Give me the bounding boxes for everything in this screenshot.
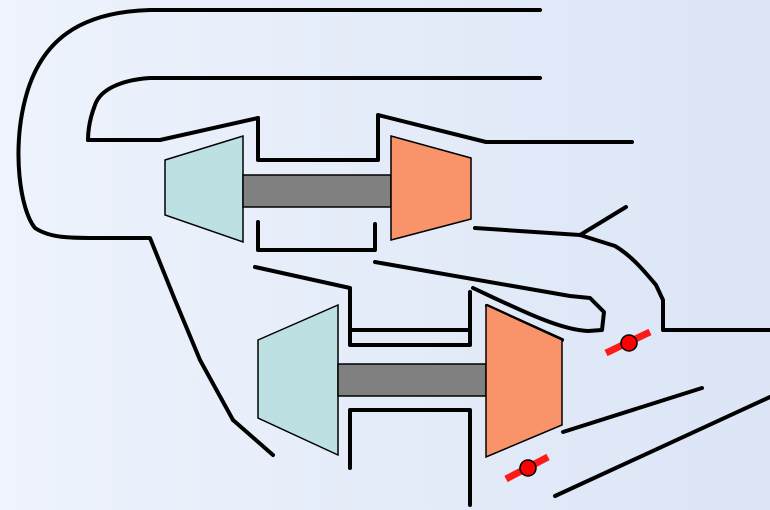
valve-disc <box>620 334 638 352</box>
lower-inlet-short-line <box>231 418 275 457</box>
duct-lines <box>16 8 770 507</box>
upper-turbine <box>390 135 472 241</box>
upper-turbine-exhaust-duct <box>373 260 606 333</box>
outer-intake-duct <box>16 8 542 422</box>
exhaust-upper-line <box>561 386 704 434</box>
valve-disc <box>519 459 537 477</box>
lower-turbocharger <box>257 303 563 459</box>
lower-bypass-valve[interactable] <box>504 453 550 483</box>
lower-compressor <box>257 303 339 457</box>
upper-turbocharger <box>164 134 472 244</box>
lower-shaft <box>337 363 487 397</box>
upper-compressor <box>164 134 244 244</box>
wastegate-duct <box>473 226 770 332</box>
lower-core-upper-wall <box>348 298 472 347</box>
upper-shaft <box>242 174 392 208</box>
upper-bypass-valve[interactable] <box>604 328 652 357</box>
lower-turbine <box>485 303 563 459</box>
upper-core-upper-wall <box>256 113 634 162</box>
lower-core-lower-wall <box>348 408 472 507</box>
upper-core-lower-wall <box>256 220 377 252</box>
exhaust-lower-line <box>553 395 770 498</box>
exhaust-branch-line <box>578 205 628 237</box>
upper-compressor-outlet-duct <box>253 265 472 332</box>
upper-compressor-inlet-duct <box>86 116 260 142</box>
middle-intake-duct <box>86 76 542 142</box>
